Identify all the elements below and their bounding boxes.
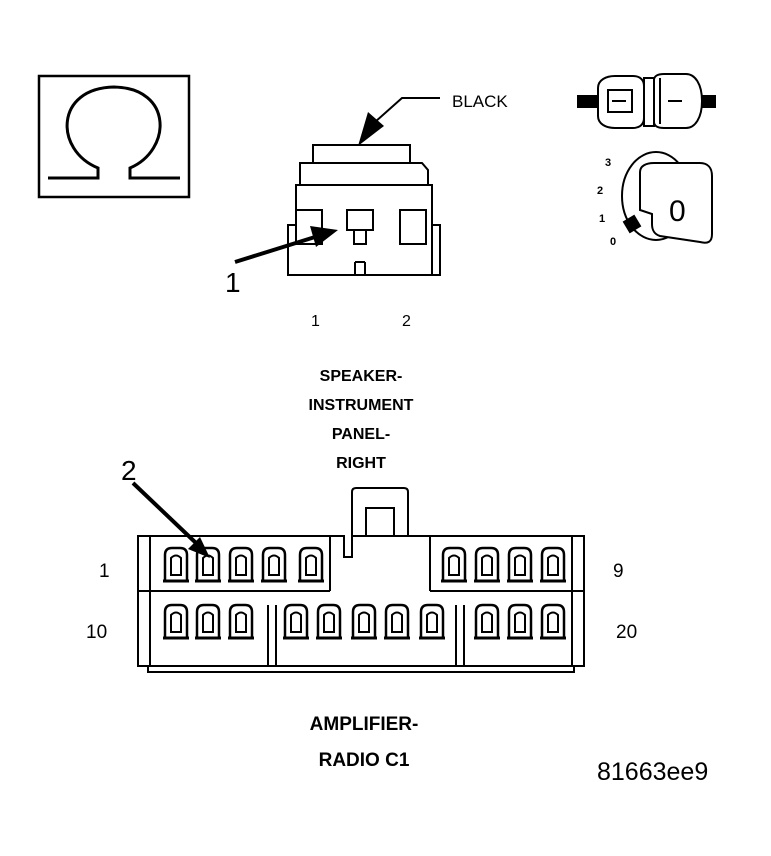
title-line-3: PANEL-	[332, 426, 390, 443]
terminal-cavity	[228, 603, 254, 640]
terminal-cavity	[283, 603, 309, 640]
title-line-4: RIGHT	[336, 455, 386, 472]
terminal-cavity	[163, 546, 189, 583]
terminal-cavity	[228, 546, 254, 583]
speaker-connector-body	[287, 144, 441, 276]
amp-title-line-2: RADIO C1	[319, 750, 410, 771]
terminal-cavity	[351, 603, 377, 640]
terminal-cavity	[474, 546, 500, 583]
key-label: 0	[669, 195, 686, 228]
color-label: BLACK	[452, 92, 508, 111]
figure-id: 81663ee9	[597, 758, 708, 786]
amp-title-line-1: AMPLIFIER-	[310, 714, 419, 735]
pin-label-2: 2	[402, 313, 411, 330]
row-label-bottom-left: 10	[86, 622, 107, 643]
callout-1-label: 1	[225, 267, 241, 298]
terminal-cavity	[384, 603, 410, 640]
ignition-key-icon	[621, 151, 713, 244]
terminal-cavity	[195, 603, 221, 640]
callout-2-label: 2	[121, 455, 137, 486]
connector-plug-icon	[577, 73, 716, 129]
title-line-2: INSTRUMENT	[309, 397, 414, 414]
amplifier-connector-title: AMPLIFIER- RADIO C1	[310, 714, 419, 771]
title-line-1: SPEAKER-	[320, 368, 403, 385]
key-position-0: 0	[610, 236, 616, 248]
terminal-cavities	[163, 546, 566, 640]
terminal-cavity	[419, 603, 445, 640]
terminal-cavity	[540, 603, 566, 640]
terminal-cavity	[540, 546, 566, 583]
terminal-cavity	[261, 546, 287, 583]
pin-label-1: 1	[311, 313, 320, 330]
row-label-bottom-right: 20	[616, 622, 637, 643]
callout-1-arrow	[234, 226, 338, 264]
terminal-cavity	[507, 603, 533, 640]
row-label-top-right: 9	[613, 561, 624, 582]
terminal-cavity	[195, 546, 221, 583]
row-label-top-left: 1	[99, 561, 110, 582]
key-position-2: 2	[597, 185, 603, 197]
terminal-cavity	[441, 546, 467, 583]
black-callout-arrow	[358, 97, 440, 146]
key-position-3: 3	[605, 157, 611, 169]
terminal-cavity	[316, 603, 342, 640]
terminal-cavity	[474, 603, 500, 640]
key-position-1: 1	[599, 213, 605, 225]
terminal-cavity	[298, 546, 324, 583]
callout-2-arrow	[131, 481, 210, 558]
terminal-cavity	[163, 603, 189, 640]
terminal-cavity	[507, 546, 533, 583]
speaker-connector-title: SPEAKER- INSTRUMENT PANEL- RIGHT	[309, 368, 414, 472]
ohm-symbol-icon	[37, 74, 191, 199]
